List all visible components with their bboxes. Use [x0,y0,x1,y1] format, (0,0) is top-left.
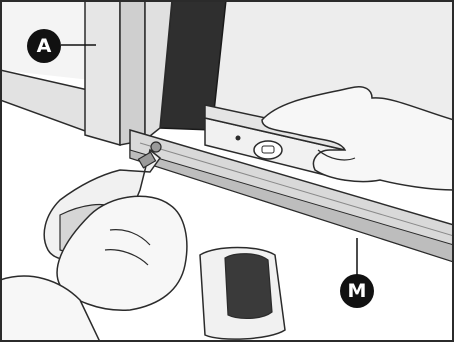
screw [151,142,161,152]
door-frame-side [120,0,145,145]
door-frame-jamb [85,0,120,145]
callout-a: A [27,29,61,63]
spirit-level-vial [254,141,282,159]
drill-battery-label [225,254,272,319]
spirit-level-dot [236,136,241,141]
callout-m: M [340,274,374,308]
